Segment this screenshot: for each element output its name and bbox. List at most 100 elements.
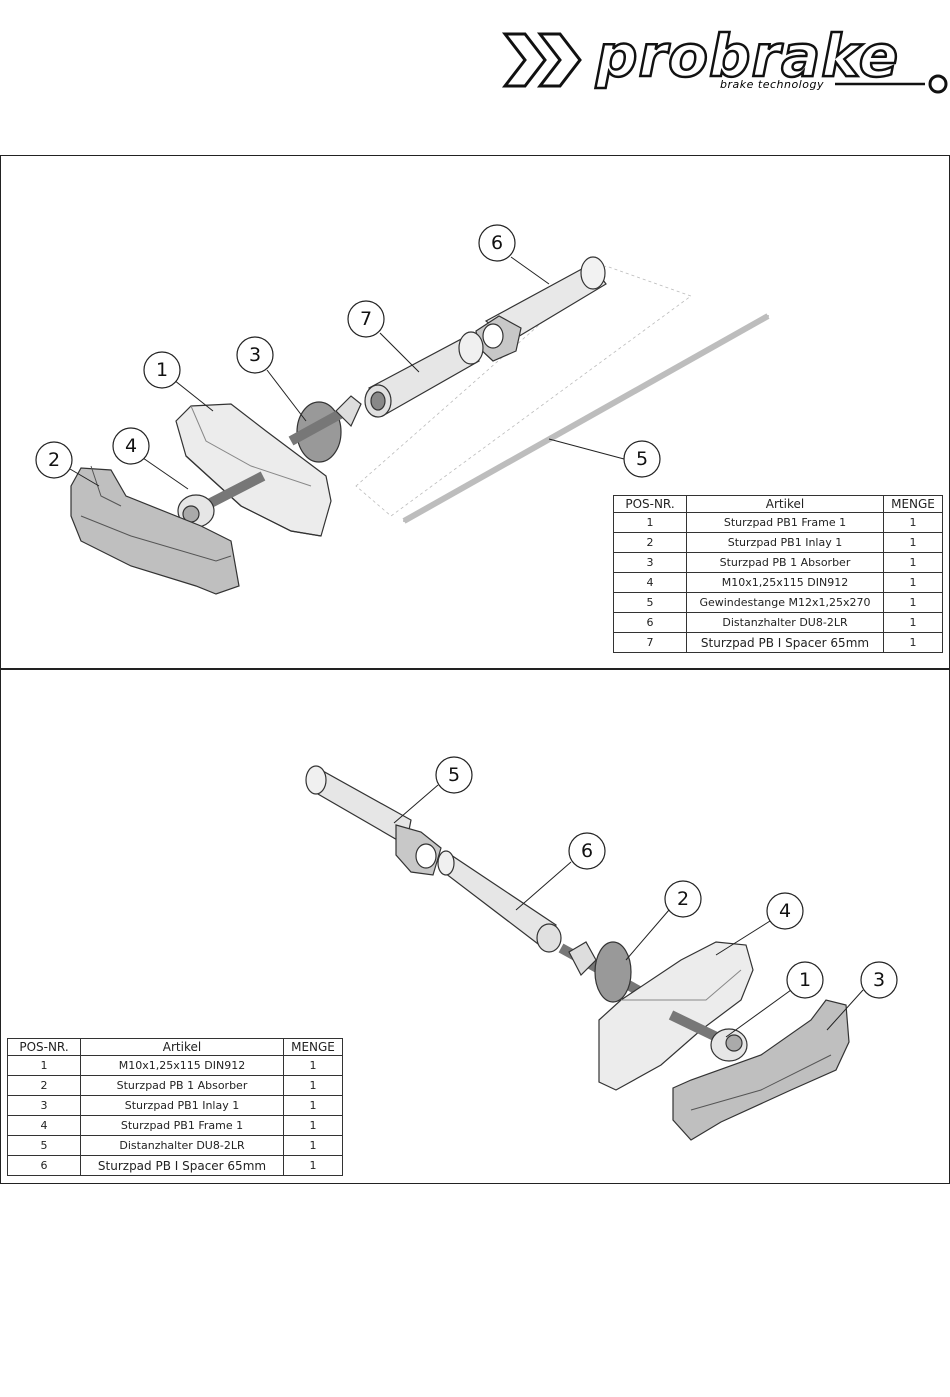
col-header-pos: POS-NR.	[613, 495, 687, 513]
brand-wordmark: probrake	[595, 22, 899, 90]
bolt-part	[177, 471, 266, 528]
table-cell: Sturzpad PB1 Frame 1	[80, 1115, 284, 1136]
table-cell: 1	[883, 512, 943, 533]
brake-line-fitting-icon	[928, 74, 948, 94]
table-cell: 4	[613, 572, 687, 593]
svg-text:5: 5	[636, 448, 648, 470]
svg-text:4: 4	[125, 435, 137, 457]
spacer-sleeve-part-6	[437, 850, 562, 953]
svg-text:3: 3	[249, 344, 261, 366]
spacer-sleeve-part-5	[305, 765, 442, 876]
table-cell: 1	[7, 1055, 81, 1076]
svg-text:3: 3	[873, 969, 885, 991]
table-cell: Sturzpad PB1 Frame 1	[686, 512, 884, 533]
svg-text:7: 7	[360, 308, 372, 330]
svg-text:6: 6	[581, 840, 593, 862]
col-header-menge: MENGE	[283, 1038, 343, 1056]
table-cell: 1	[883, 552, 943, 573]
table-cell: 2	[613, 532, 687, 553]
svg-text:5: 5	[448, 764, 460, 786]
callout-3: 3	[236, 336, 274, 374]
spacer-sleeve-part-7	[364, 331, 484, 418]
table-cell: 2	[7, 1075, 81, 1096]
absorber-part	[558, 941, 644, 1003]
table-cell: 5	[613, 592, 687, 613]
absorber-part	[288, 395, 362, 463]
inlay-part	[70, 465, 240, 595]
table-cell: Distanzhalter DU8-2LR	[80, 1135, 284, 1156]
table-cell: 6	[613, 612, 687, 633]
callout-5: 5	[435, 756, 473, 794]
svg-text:1: 1	[799, 969, 811, 991]
col-header-menge: MENGE	[883, 495, 943, 513]
table-cell: 7	[613, 632, 687, 653]
bolt-part	[668, 1010, 748, 1062]
callout-2: 2	[35, 441, 73, 479]
table-cell: 1	[283, 1095, 343, 1116]
inlay-part	[672, 999, 850, 1141]
col-header-artikel: Artikel	[80, 1038, 284, 1056]
table-cell: M10x1,25x115 DIN912	[80, 1055, 284, 1076]
frame-part	[175, 403, 332, 537]
table-cell: Sturzpad PB I Spacer 65mm	[80, 1155, 284, 1176]
table-cell: 5	[7, 1135, 81, 1156]
table-header-row: POS-NR. Artikel MENGE	[613, 495, 943, 513]
table-cell: 3	[7, 1095, 81, 1116]
table-cell: 6	[7, 1155, 81, 1176]
callout-3: 3	[860, 961, 898, 999]
spacer-sleeve-part-6	[475, 256, 607, 362]
table-header-row: POS-NR. Artikel MENGE	[7, 1038, 343, 1056]
svg-text:2: 2	[677, 888, 689, 910]
callout-2: 2	[664, 880, 702, 918]
table-cell: Sturzpad PB I Spacer 65mm	[686, 632, 884, 653]
col-header-pos: POS-NR.	[7, 1038, 81, 1056]
table-cell: Sturzpad PB 1 Absorber	[80, 1075, 284, 1096]
callout-4: 4	[766, 892, 804, 930]
exploded-assembly-drawing-bottom: 5 6 2 4 1 3	[305, 756, 898, 1141]
svg-text:2: 2	[48, 449, 60, 471]
table-cell: Sturzpad PB1 Inlay 1	[686, 532, 884, 553]
table-cell: 1	[283, 1115, 343, 1136]
table-cell: 1	[283, 1055, 343, 1076]
double-chevron-icon	[501, 32, 582, 88]
svg-text:6: 6	[491, 232, 503, 254]
callout-6: 6	[478, 224, 516, 262]
table-cell: Distanzhalter DU8-2LR	[686, 612, 884, 633]
table-cell: Gewindestange M12x1,25x270	[686, 592, 884, 613]
threaded-rod-part	[402, 313, 770, 524]
table-cell: 1	[613, 512, 687, 533]
table-cell: 1	[883, 532, 943, 553]
callout-6: 6	[568, 832, 606, 870]
callout-5: 5	[623, 440, 661, 478]
probrake-logo: probrake	[501, 22, 948, 94]
table-cell: 1	[883, 632, 943, 653]
table-cell: 1	[883, 572, 943, 593]
table-cell: 4	[7, 1115, 81, 1136]
exploded-assembly-drawing-top: 1 2 3 4 5 6 7	[35, 224, 770, 595]
col-header-artikel: Artikel	[686, 495, 884, 513]
callout-1: 1	[143, 351, 181, 389]
table-cell: 3	[613, 552, 687, 573]
table-cell: 1	[883, 592, 943, 613]
table-cell: 1	[883, 612, 943, 633]
svg-text:1: 1	[156, 359, 168, 381]
table-cell: 1	[283, 1075, 343, 1096]
callout-4: 4	[112, 427, 150, 465]
